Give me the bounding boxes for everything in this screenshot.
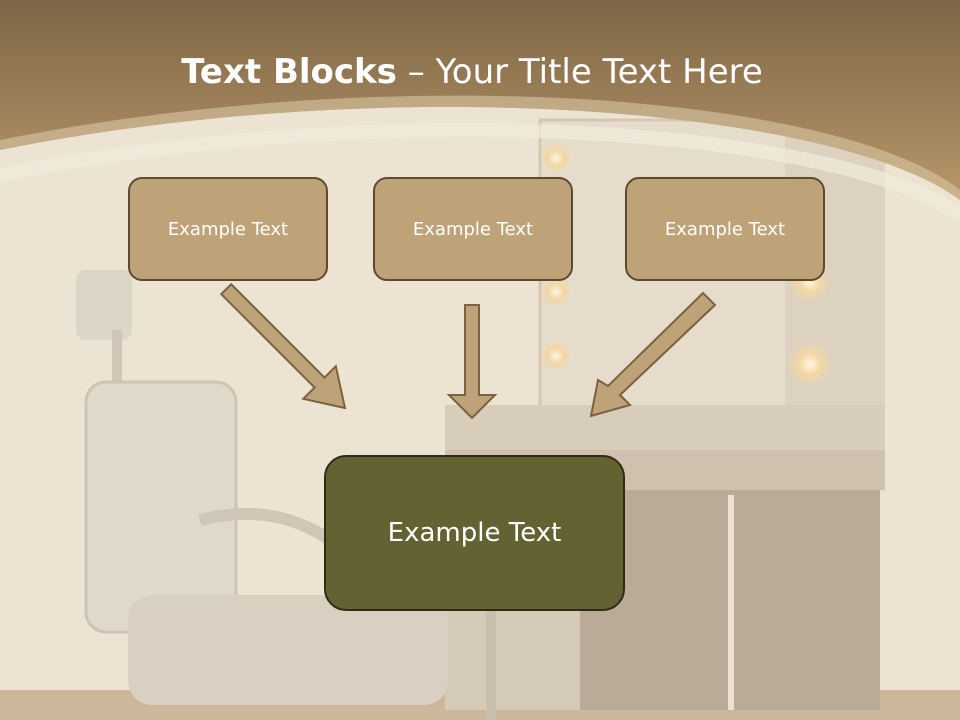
slide-title: Text Blocks – Your Title Text Here (0, 52, 944, 92)
arrow-right (589, 291, 717, 418)
target-text-block[interactable]: Example Text (324, 455, 625, 611)
text-block-2[interactable]: Example Text (373, 177, 573, 281)
title-bold: Text Blocks (181, 52, 397, 92)
title-rest: Your Title Text Here (435, 52, 763, 92)
title-separator: – (396, 52, 436, 92)
arrow-center (446, 304, 498, 420)
arrow-left (219, 282, 347, 410)
text-block-1[interactable]: Example Text (128, 177, 328, 281)
text-block-3[interactable]: Example Text (625, 177, 825, 281)
